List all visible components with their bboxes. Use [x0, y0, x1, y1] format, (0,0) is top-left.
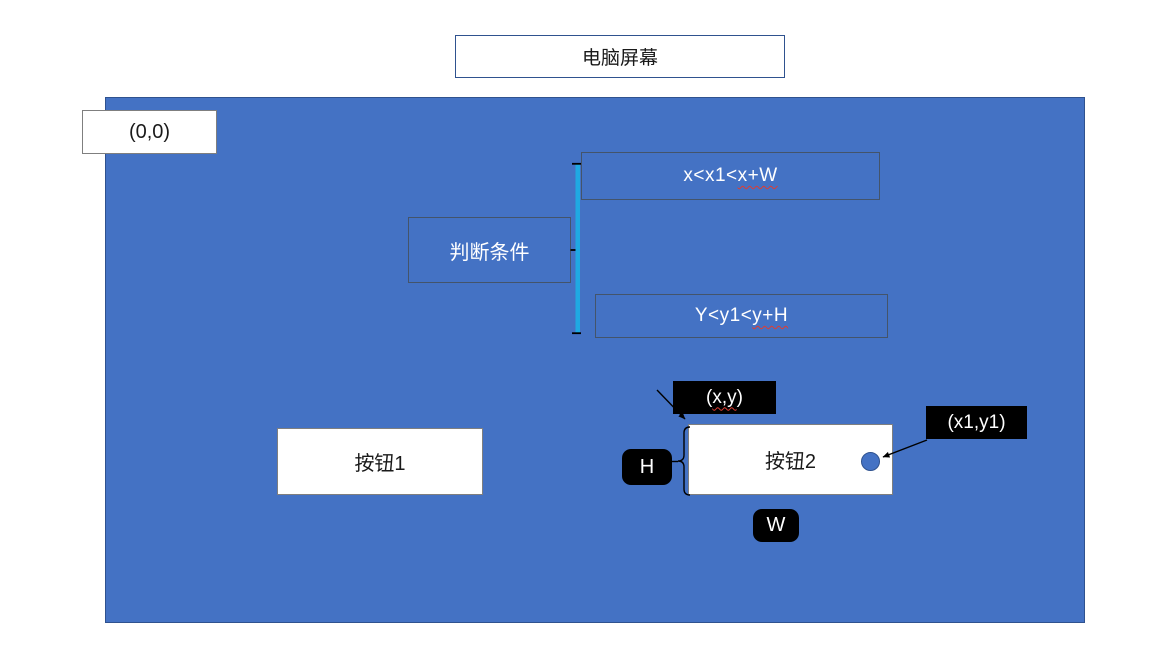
x1y1-coordinate-text: (x1,y1) — [947, 411, 1006, 433]
condition-x-box: x<x1<x+W — [581, 152, 880, 200]
condition-y-text: Y<y1<y+H — [694, 305, 789, 326]
height-label-text: H — [639, 455, 655, 478]
origin-label-box: (0,0) — [82, 110, 217, 154]
button-2-label: 按钮2 — [764, 451, 817, 473]
width-label: W — [753, 509, 799, 542]
height-label: H — [622, 449, 672, 485]
condition-x-text: x<x1<x+W — [683, 165, 778, 186]
decision-condition-box: 判断条件 — [408, 217, 571, 283]
decision-condition-label: 判断条件 — [449, 241, 530, 264]
click-point-dot — [861, 452, 880, 471]
xy-coordinate-text: (x,y) — [706, 386, 743, 408]
screen-title: 电脑屏幕 — [581, 48, 658, 69]
origin-label: (0,0) — [128, 120, 171, 143]
condition-y-box: Y<y1<y+H — [595, 294, 888, 338]
xy-coordinate-label: (x,y) — [673, 381, 776, 414]
screen-area — [105, 97, 1085, 623]
screen-title-box: 电脑屏幕 — [455, 35, 785, 78]
condition-x-flagged-text: x+W — [737, 165, 778, 186]
button-2: 按钮2 — [688, 424, 893, 495]
x1y1-coordinate-label: (x1,y1) — [926, 406, 1027, 439]
button-1: 按钮1 — [277, 428, 483, 495]
width-label-text: W — [766, 514, 786, 536]
condition-y-flagged-text: y+H — [752, 305, 789, 326]
button-1-label: 按钮1 — [354, 453, 406, 475]
